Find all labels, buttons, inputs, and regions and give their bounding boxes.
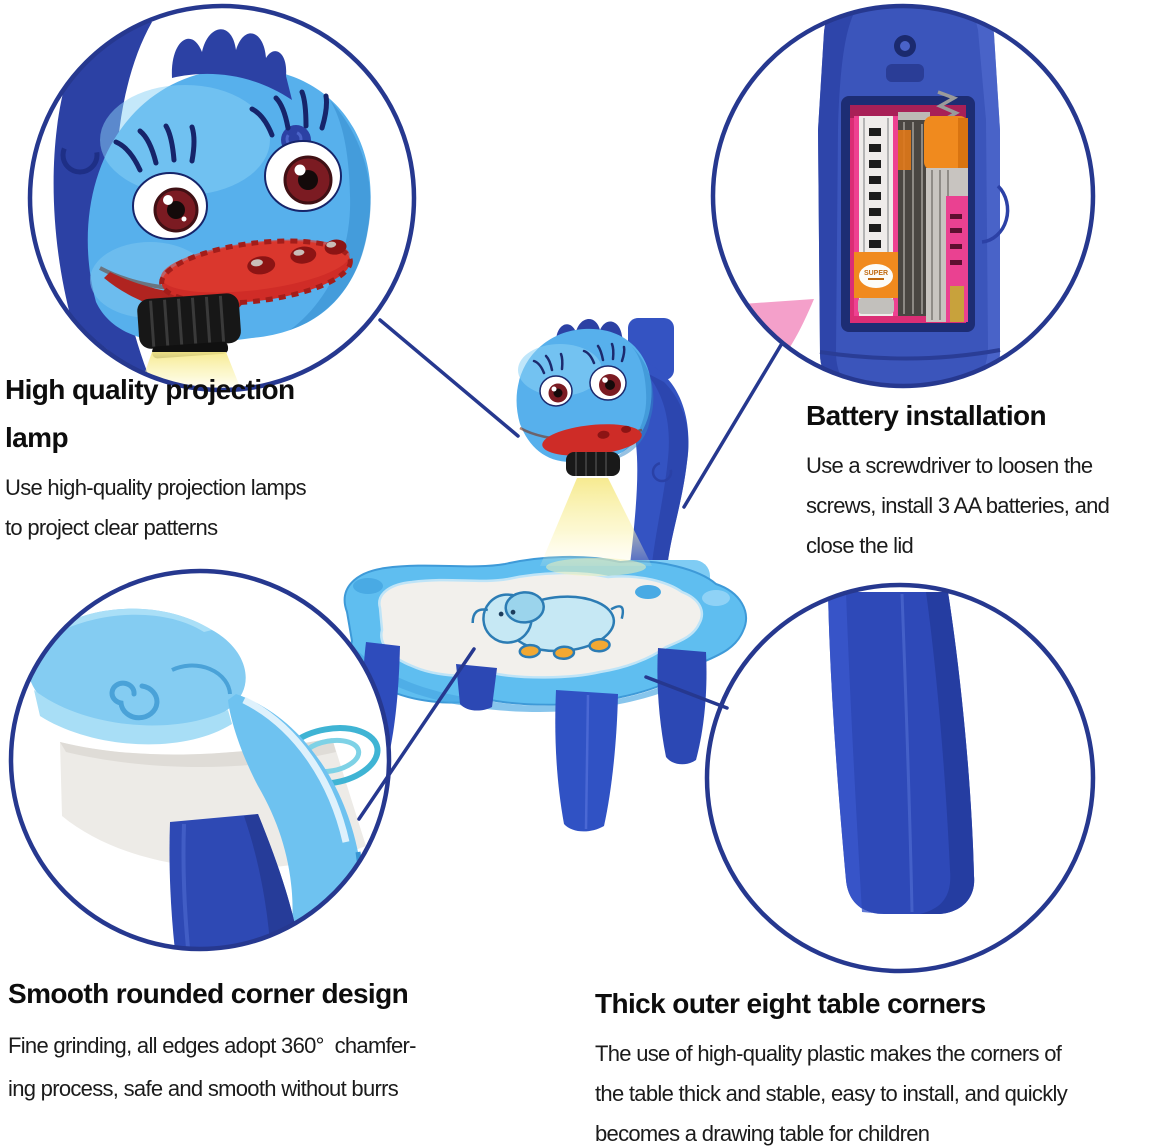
- callout-body-line: Use a screwdriver to loosen the: [806, 453, 1093, 478]
- callout-body-line: Fine grinding, all edges adopt 360° cham…: [8, 1033, 416, 1058]
- eyes: [532, 342, 627, 407]
- callout-circle: [710, 3, 1096, 389]
- aa-battery: SUPER: [854, 116, 898, 316]
- projector-head-closeup: [27, 3, 417, 393]
- head-crest: [171, 29, 292, 100]
- leader-line-lamp: [378, 318, 520, 438]
- callout-circle: [8, 568, 392, 952]
- beam-pool: [546, 558, 646, 576]
- battery-compartment-closeup: SUPER: [710, 3, 1096, 389]
- callout-body-line: Use high-quality projection lamps: [5, 475, 307, 500]
- projector-arm: [600, 356, 689, 582]
- product-photo: [343, 318, 747, 832]
- leader-line-corner: [357, 647, 476, 821]
- table-leg: [828, 592, 975, 914]
- callout-title-line: Battery installation: [806, 400, 1047, 431]
- callout-body-line: screws, install 3 AA batteries, and: [806, 493, 1110, 518]
- callout-projection-lamp: High quality projection lamp Use high-qu…: [5, 366, 307, 548]
- slide-disc-tongue: [159, 238, 353, 306]
- callout-battery-installation: Battery installation Use a screwdriver t…: [806, 392, 1110, 566]
- projection-beam: [540, 478, 652, 566]
- callout-body-line: to project clear patterns: [5, 515, 218, 540]
- swirl-emboss: [109, 680, 160, 721]
- leader-line-leg: [644, 675, 729, 710]
- leader-lines: [357, 318, 783, 821]
- callout-body-line: The use of high-quality plastic makes th…: [595, 1041, 1062, 1066]
- callout-title-line: lamp: [5, 422, 69, 453]
- callout-body-line: ing process, safe and smooth without bur…: [8, 1076, 399, 1101]
- table-corner-closeup: [8, 568, 392, 952]
- corner-cap: [635, 585, 661, 599]
- table-leg-closeup: [704, 582, 1096, 974]
- callout-smooth-corner: Smooth rounded corner design Fine grindi…: [8, 970, 416, 1110]
- slide-disc-tongue: [542, 424, 642, 456]
- callout-body-line: the table thick and stable, easy to inst…: [595, 1081, 1068, 1106]
- corner-cap: [702, 590, 730, 606]
- callout-title-line: High quality projection: [5, 374, 295, 405]
- callout-body-line: close the lid: [806, 533, 914, 558]
- projector-head: [516, 318, 654, 476]
- battery-brand-label: SUPER: [864, 270, 888, 277]
- elephant-drawing: [471, 591, 625, 661]
- aa-battery: [924, 90, 968, 322]
- callout-title-line: Thick outer eight table corners: [595, 988, 986, 1019]
- callout-thick-corners: Thick outer eight table corners The use …: [595, 980, 1068, 1147]
- leader-line-battery: [682, 343, 783, 509]
- callout-circle: [27, 3, 417, 393]
- callout-title-line: Smooth rounded corner design: [8, 978, 409, 1009]
- callout-circle: [704, 582, 1096, 974]
- corner-cap: [353, 578, 383, 594]
- battery-spring: [936, 90, 960, 123]
- callout-body-line: becomes a drawing table for children: [595, 1121, 930, 1146]
- eyes: [113, 89, 342, 240]
- projector-lens: [566, 452, 620, 476]
